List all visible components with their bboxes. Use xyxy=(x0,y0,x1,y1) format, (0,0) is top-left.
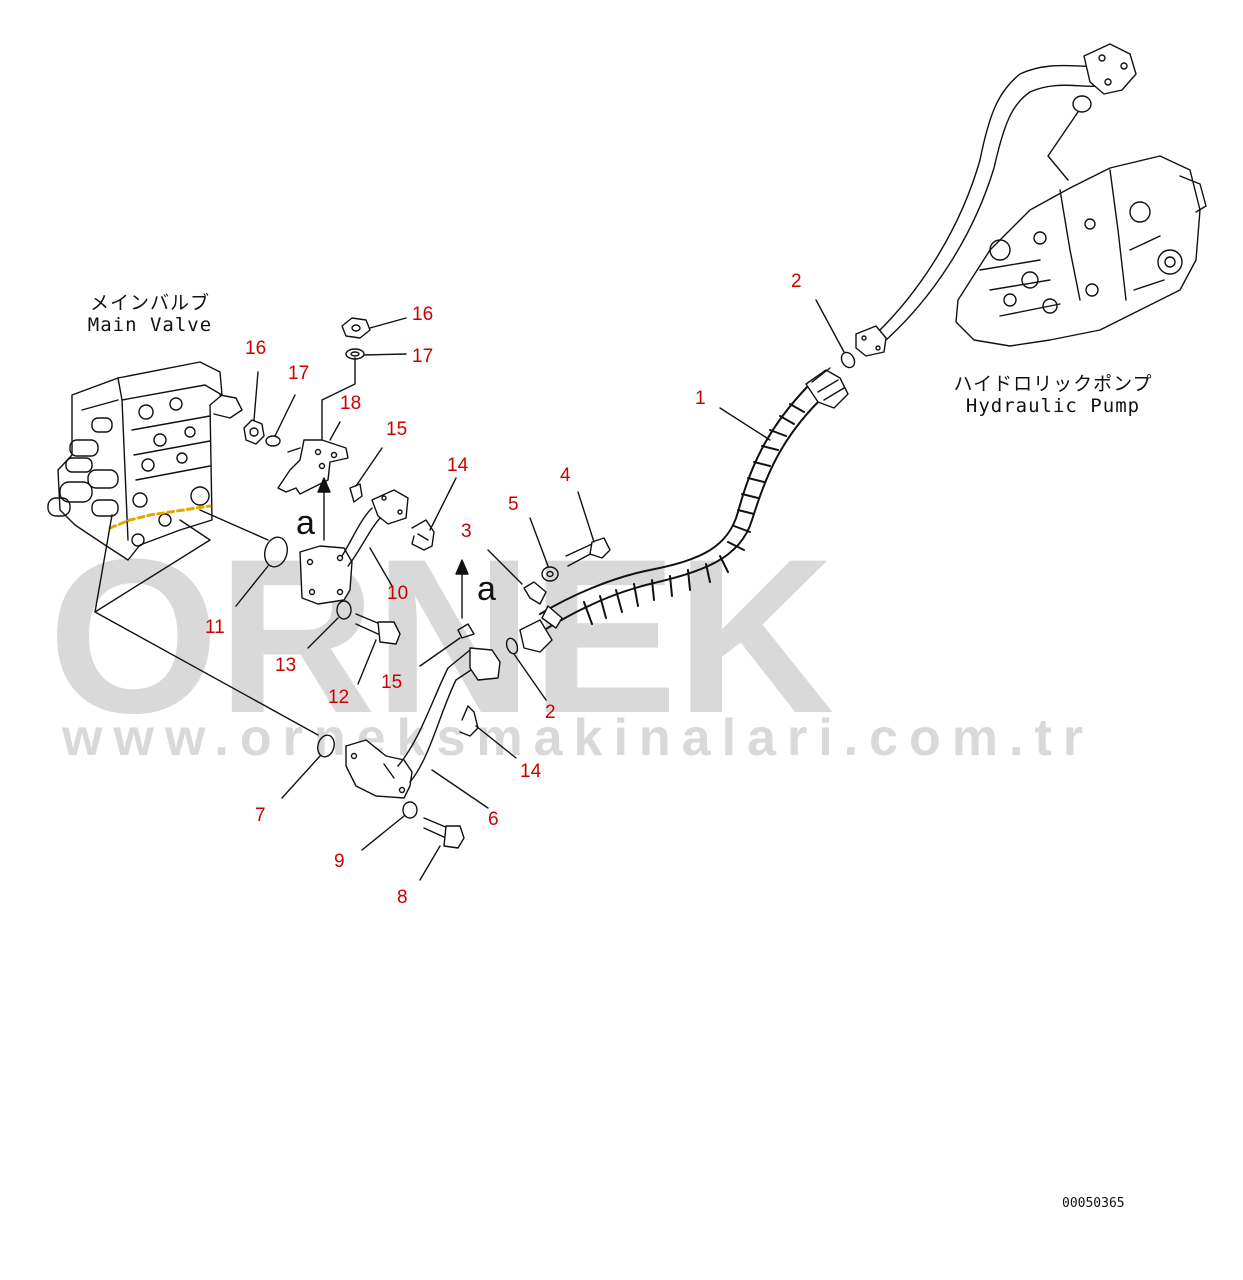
pump-label-jp: ハイドロリックポンプ xyxy=(953,373,1153,395)
callout-6: 6 xyxy=(488,809,499,830)
callout-3: 3 xyxy=(461,521,472,542)
callout-10: 10 xyxy=(387,583,409,604)
callout-16: 16 xyxy=(245,338,267,359)
main-valve-assembly xyxy=(47,361,243,561)
callout-14: 14 xyxy=(520,761,542,782)
callout-17: 17 xyxy=(412,346,434,367)
callout-16: 16 xyxy=(412,304,434,325)
callout-15: 15 xyxy=(386,419,408,440)
callout-13: 13 xyxy=(275,655,297,676)
main-valve-label-jp: メインバルブ xyxy=(89,292,210,314)
view-a-marker: a xyxy=(296,504,315,542)
pump-caption: ハイドロリックポンプ Hydraulic Pump xyxy=(948,373,1158,418)
main-valve-label-en: Main Valve xyxy=(87,313,213,336)
callout-14: 14 xyxy=(447,455,469,476)
callout-12: 12 xyxy=(328,687,350,708)
callout-4: 4 xyxy=(560,465,571,486)
callout-15: 15 xyxy=(381,672,403,693)
watermark-url: www.orneksmakinalari.com.tr xyxy=(62,709,1095,767)
main-valve-caption: メインバルブ Main Valve xyxy=(70,292,230,337)
view-a-marker: a xyxy=(477,570,496,608)
callout-2: 2 xyxy=(791,271,802,292)
document-id: 00050365 xyxy=(1062,1196,1125,1211)
callout-11: 11 xyxy=(205,617,225,638)
callout-5: 5 xyxy=(508,494,519,515)
callout-9: 9 xyxy=(334,851,345,872)
pump-label-en: Hydraulic Pump xyxy=(965,394,1141,417)
watermark-brand: ORNEK xyxy=(48,513,834,759)
callout-18: 18 xyxy=(340,393,362,414)
hydraulic-pump-assembly xyxy=(955,155,1207,347)
callout-8: 8 xyxy=(397,887,408,908)
callout-17: 17 xyxy=(288,363,310,384)
callout-1: 1 xyxy=(695,388,706,409)
callout-2: 2 xyxy=(545,702,556,723)
callout-7: 7 xyxy=(255,805,266,826)
